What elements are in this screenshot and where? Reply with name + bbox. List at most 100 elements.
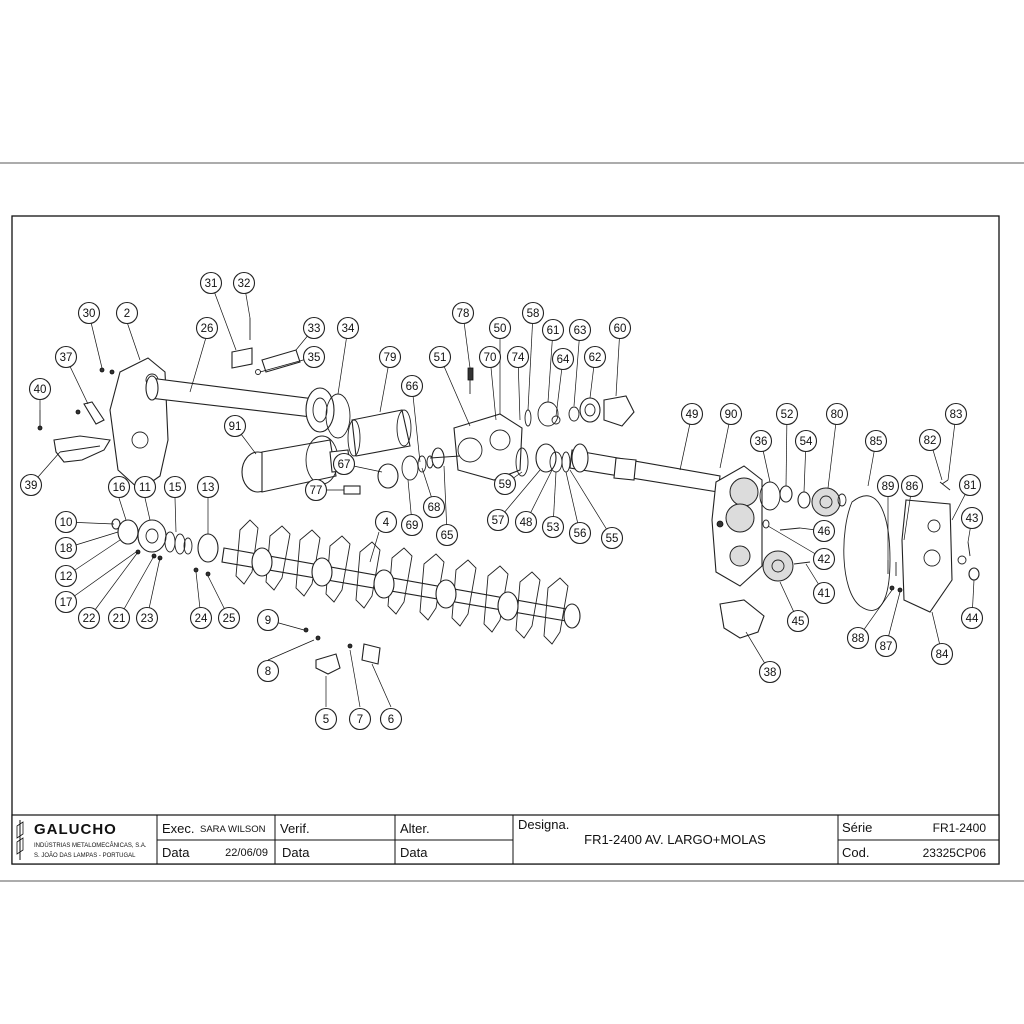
svg-text:89: 89 — [882, 481, 895, 493]
part-11-hub — [137, 519, 167, 553]
part-77-bushing — [343, 485, 361, 495]
callout-91: 91 — [223, 414, 247, 438]
svg-text:74: 74 — [512, 352, 525, 364]
callouts: 2 4 5 6 7 8 9 10 11 12 13 15 16 17 18 21… — [19, 271, 984, 731]
callout-40: 40 — [28, 377, 52, 401]
svg-text:9: 9 — [265, 615, 271, 627]
svg-text:55: 55 — [606, 533, 619, 545]
svg-text:65: 65 — [441, 530, 454, 542]
svg-text:54: 54 — [800, 436, 813, 448]
part-5-blade — [315, 653, 341, 675]
part-26-main-tube — [149, 377, 323, 419]
callout-68: 68 — [422, 495, 446, 519]
svg-text:82: 82 — [924, 435, 937, 447]
callout-78: 78 — [451, 301, 475, 325]
svg-text:60: 60 — [614, 323, 627, 335]
callout-54: 54 — [794, 429, 818, 453]
svg-text:25: 25 — [223, 613, 236, 625]
svg-text:67: 67 — [338, 459, 351, 471]
exec-date-label: Data — [162, 845, 190, 860]
callout-42: 42 — [812, 547, 836, 571]
exec-date-value: 22/06/09 — [225, 847, 268, 859]
svg-text:43: 43 — [966, 513, 979, 525]
part-18-bearing — [117, 519, 139, 545]
svg-text:33: 33 — [308, 323, 321, 335]
callout-4: 4 — [374, 510, 398, 534]
parts-illustration — [37, 318, 980, 675]
callout-17: 17 — [54, 590, 78, 614]
callout-69: 69 — [400, 513, 424, 537]
callout-55: 55 — [600, 526, 624, 550]
svg-text:35: 35 — [308, 352, 321, 364]
part-45-sprocket — [762, 550, 794, 582]
callout-26: 26 — [195, 316, 219, 340]
part-37-plate — [83, 401, 105, 425]
callout-60: 60 — [608, 316, 632, 340]
callout-39: 39 — [19, 473, 43, 497]
callout-87: 87 — [874, 634, 898, 658]
part-63-ring — [568, 406, 580, 422]
part-60-cover — [603, 395, 635, 427]
part-62-bearing — [579, 397, 601, 423]
svg-text:63: 63 — [574, 325, 587, 337]
callout-22: 22 — [77, 606, 101, 630]
svg-text:22: 22 — [83, 613, 96, 625]
callout-70: 70 — [478, 345, 502, 369]
svg-text:37: 37 — [60, 352, 73, 364]
svg-text:40: 40 — [34, 384, 47, 396]
callout-8: 8 — [256, 659, 280, 683]
svg-text:2: 2 — [124, 308, 130, 320]
callout-90: 90 — [719, 402, 743, 426]
callout-38: 38 — [758, 660, 782, 684]
part-67-flange — [377, 463, 399, 489]
title-block: GALUCHO INDÚSTRIAS METALOMECÂNICAS, S.A.… — [11, 814, 1000, 865]
callout-56: 56 — [568, 521, 592, 545]
callout-62: 62 — [583, 345, 607, 369]
part-80-sprocket — [811, 487, 841, 517]
svg-text:59: 59 — [499, 479, 512, 491]
part-6-blade — [361, 643, 381, 665]
callout-82: 82 — [918, 428, 942, 452]
svg-text:13: 13 — [202, 482, 215, 494]
part-78-plug — [467, 367, 474, 381]
svg-text:44: 44 — [966, 613, 979, 625]
svg-text:23: 23 — [141, 613, 154, 625]
callout-79: 79 — [378, 345, 402, 369]
svg-text:16: 16 — [113, 482, 126, 494]
callout-21: 21 — [107, 606, 131, 630]
rotor-blades — [235, 519, 569, 645]
svg-text:69: 69 — [406, 520, 419, 532]
svg-text:6: 6 — [388, 714, 394, 726]
rotor-flanges — [251, 547, 519, 621]
svg-text:81: 81 — [964, 480, 977, 492]
part-84-cover — [901, 499, 953, 613]
svg-text:64: 64 — [557, 354, 570, 366]
callout-59: 59 — [493, 472, 517, 496]
callout-41: 41 — [812, 581, 836, 605]
svg-text:79: 79 — [384, 352, 397, 364]
verif-label: Verif. — [280, 821, 310, 836]
serie-label: Série — [842, 820, 872, 835]
exec-label: Exec. — [162, 821, 195, 836]
callout-10: 10 — [54, 510, 78, 534]
svg-text:30: 30 — [83, 308, 96, 320]
callout-85: 85 — [864, 429, 888, 453]
callout-23: 23 — [135, 606, 159, 630]
svg-text:50: 50 — [494, 323, 507, 335]
svg-text:68: 68 — [428, 502, 441, 514]
svg-text:7: 7 — [357, 714, 363, 726]
svg-text:15: 15 — [169, 482, 182, 494]
callout-33: 33 — [302, 316, 326, 340]
svg-text:61: 61 — [547, 325, 560, 337]
svg-text:11: 11 — [139, 482, 151, 494]
callout-66: 66 — [400, 374, 424, 398]
alter-date-label: Data — [400, 845, 428, 860]
part-33-clamp — [261, 349, 301, 373]
svg-text:31: 31 — [205, 278, 218, 290]
svg-text:26: 26 — [201, 323, 214, 335]
svg-text:83: 83 — [950, 409, 963, 421]
svg-text:8: 8 — [265, 666, 271, 678]
designation-label: Designa. — [518, 817, 569, 832]
galucho-logo-mark-icon — [16, 820, 24, 860]
